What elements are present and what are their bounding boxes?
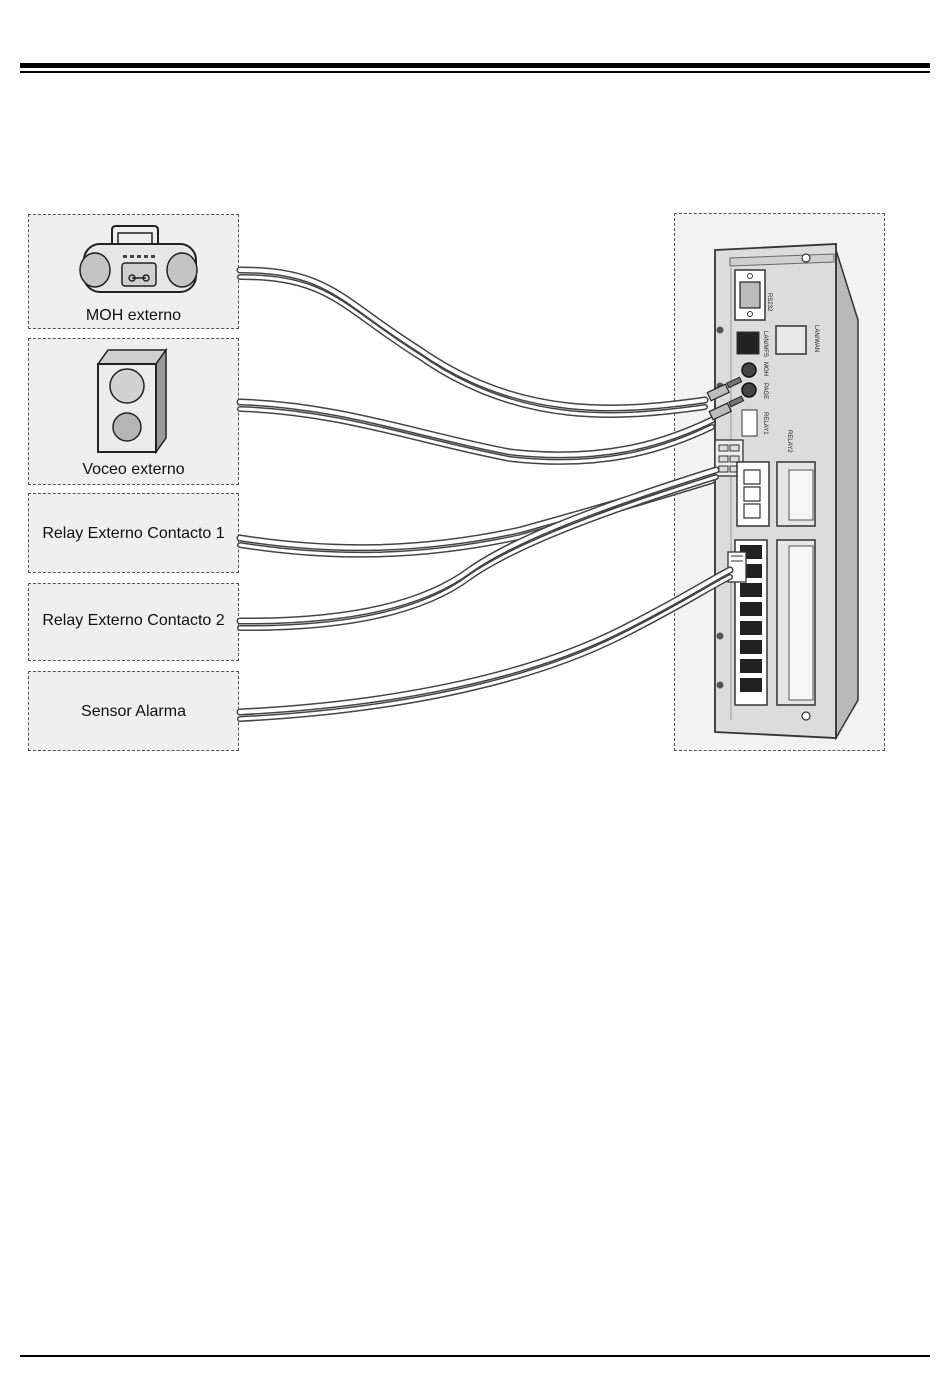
port-label-page: PAGE (762, 383, 768, 399)
port-label-moh: MOH (762, 362, 768, 376)
pbx-device-unit (715, 244, 858, 738)
cable-relay1 (240, 474, 712, 555)
port-label-lan-mfs: LAN/MFS (762, 331, 768, 357)
cable-alarma (240, 570, 730, 719)
boombox-icon (80, 226, 197, 292)
port-label-relay2: RELAY2 (786, 430, 792, 453)
port-label-relay1: RELAY1 (762, 412, 768, 435)
footer-rule (20, 1355, 930, 1357)
port-label-lan-wan: LAN/WAN (813, 325, 819, 352)
speaker-icon (98, 350, 166, 452)
port-label-rs232: RS232 (766, 293, 772, 312)
cable-moh (240, 270, 705, 415)
